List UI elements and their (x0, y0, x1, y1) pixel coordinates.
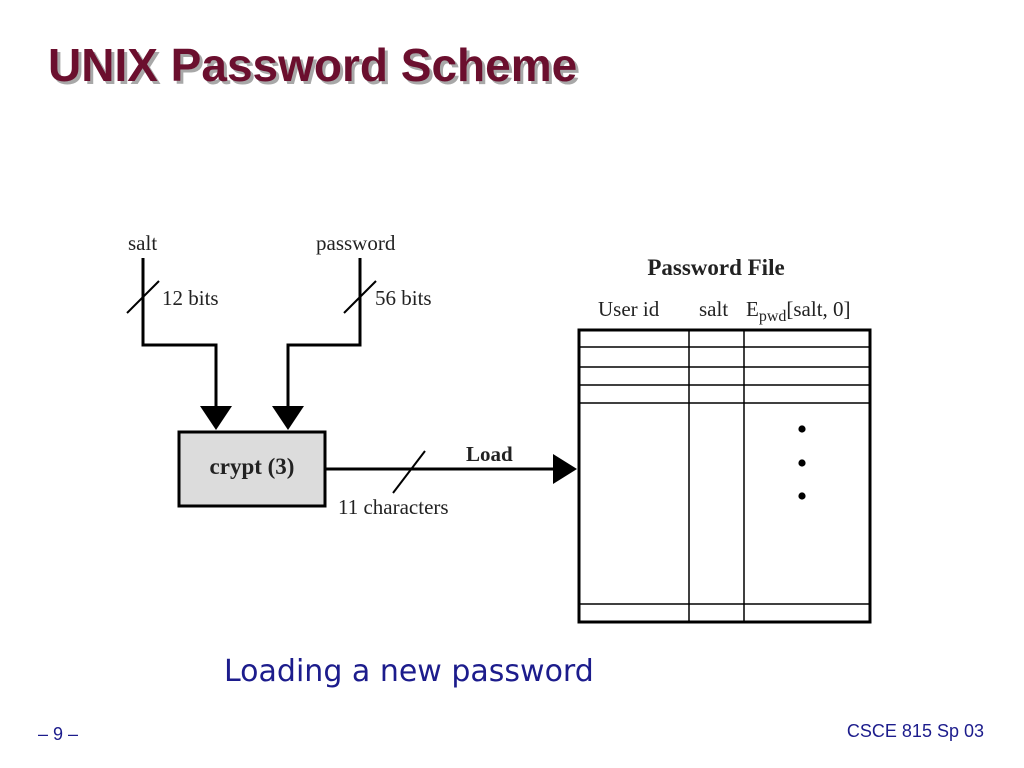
column-header-salt: salt (699, 297, 728, 321)
output-characters-label: 11 characters (338, 495, 449, 519)
load-arrowhead (553, 454, 577, 484)
output-char-slash (392, 450, 426, 494)
diagram-caption: Loading a new password (224, 654, 594, 689)
course-label: CSCE 815 Sp 03 (846, 721, 984, 741)
salt-arrowhead (200, 406, 232, 430)
salt-bit-slash (126, 280, 160, 314)
password-bits-label: 56 bits (375, 286, 432, 310)
crypt-label: crypt (3) (210, 454, 295, 479)
vertical-ellipsis-dots (798, 425, 806, 500)
salt-label: salt (128, 231, 157, 255)
password-file-table (577, 328, 872, 624)
load-label: Load (466, 442, 513, 466)
slide-title: UNIX Password Scheme (48, 39, 578, 91)
page-number: – 9 – (38, 724, 79, 744)
ellipsis-dot (798, 492, 806, 500)
column-header-user-id: User id (598, 297, 660, 321)
password-file-title: Password File (647, 255, 784, 280)
salt-line (141, 258, 218, 406)
password-line (286, 258, 362, 406)
password-bit-slash (343, 280, 377, 314)
ellipsis-dot (798, 459, 806, 467)
password-label: password (316, 231, 396, 255)
ellipsis-dot (798, 425, 806, 433)
salt-bits-label: 12 bits (162, 286, 219, 310)
column-header-hash: Epwd[salt, 0] (746, 297, 851, 325)
password-arrowhead (272, 406, 304, 430)
password-file-grid (579, 330, 870, 622)
crypt-box (177, 430, 327, 508)
